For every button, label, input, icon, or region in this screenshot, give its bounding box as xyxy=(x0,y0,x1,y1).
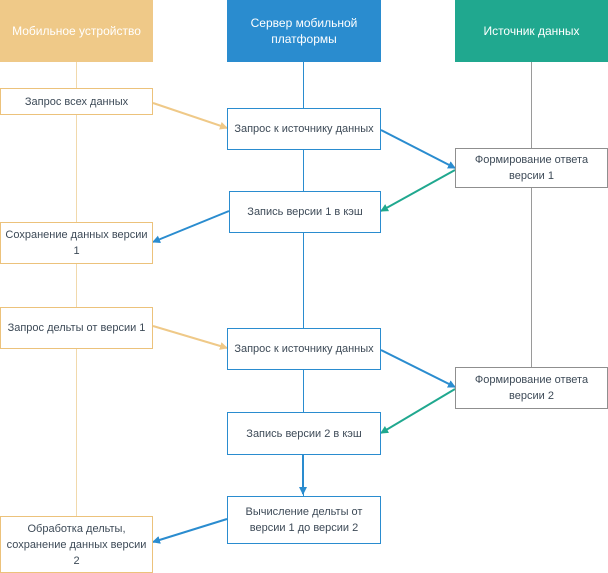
step-save-version-1: Сохранение данных версии 1 xyxy=(0,222,153,264)
step-label: Запрос дельты от версии 1 xyxy=(7,322,146,334)
step-cache-version-1: Запись версии 1 в кэш xyxy=(229,191,381,233)
arrow-s3-to-d2 xyxy=(380,349,456,388)
step-label: Запись версии 2 в кэш xyxy=(246,427,362,440)
step-label: Запрос к источнику данных xyxy=(234,343,374,355)
step-build-response-1: Формирование ответа версии 1 xyxy=(455,148,608,188)
arrow-m1-to-s1 xyxy=(152,102,228,130)
step-process-delta: Обработка дельты, сохранение данных верс… xyxy=(0,516,153,573)
step-request-all-data: Запрос всех данных xyxy=(0,88,153,115)
step-label: Формирование ответа версии 2 xyxy=(474,374,589,402)
step-label: Запрос всех данных xyxy=(24,95,129,108)
arrow-d1-to-s2 xyxy=(380,169,456,212)
step-label: Формирование ответа версии 1 xyxy=(474,154,589,182)
arrow-s2-to-m2 xyxy=(152,210,230,244)
step-label: Вычисление дельты от версии 1 до версии … xyxy=(245,506,363,534)
step-request-delta: Запрос дельты от версии 1 xyxy=(0,307,153,349)
step-label: Запись версии 1 в кэш xyxy=(247,206,363,218)
lane-header-source: Источник данных xyxy=(455,0,608,62)
lifeline-mobile xyxy=(76,62,77,516)
arrow-d2-to-s4 xyxy=(380,388,456,434)
lane-title-source: Источник данных xyxy=(483,24,580,38)
step-build-response-2: Формирование ответа версии 2 xyxy=(455,367,608,409)
step-label: Обработка дельты, сохранение данных верс… xyxy=(6,522,147,567)
lifeline-source xyxy=(531,62,532,367)
arrow-s1-to-d1 xyxy=(380,129,456,169)
step-compute-delta: Вычисление дельты от версии 1 до версии … xyxy=(227,496,381,544)
lane-title-mobile: Мобильное устройство xyxy=(12,24,141,38)
step-query-source-2: Запрос к источнику данных xyxy=(227,328,381,370)
step-cache-version-2: Запись версии 2 в кэш xyxy=(227,412,381,455)
lane-header-server: Сервер мобильной платформы xyxy=(227,0,381,62)
lifeline-server xyxy=(303,62,304,496)
arrow-s5-to-m4 xyxy=(152,518,228,544)
step-label: Запрос к источнику данных xyxy=(234,123,374,135)
lane-title-server: Сервер мобильной платформы xyxy=(250,16,358,46)
step-label: Сохранение данных версии 1 xyxy=(5,229,148,257)
lane-header-mobile: Мобильное устройство xyxy=(0,0,153,62)
step-query-source-1: Запрос к источнику данных xyxy=(227,108,381,150)
arrow-m3-to-s3 xyxy=(152,325,228,350)
